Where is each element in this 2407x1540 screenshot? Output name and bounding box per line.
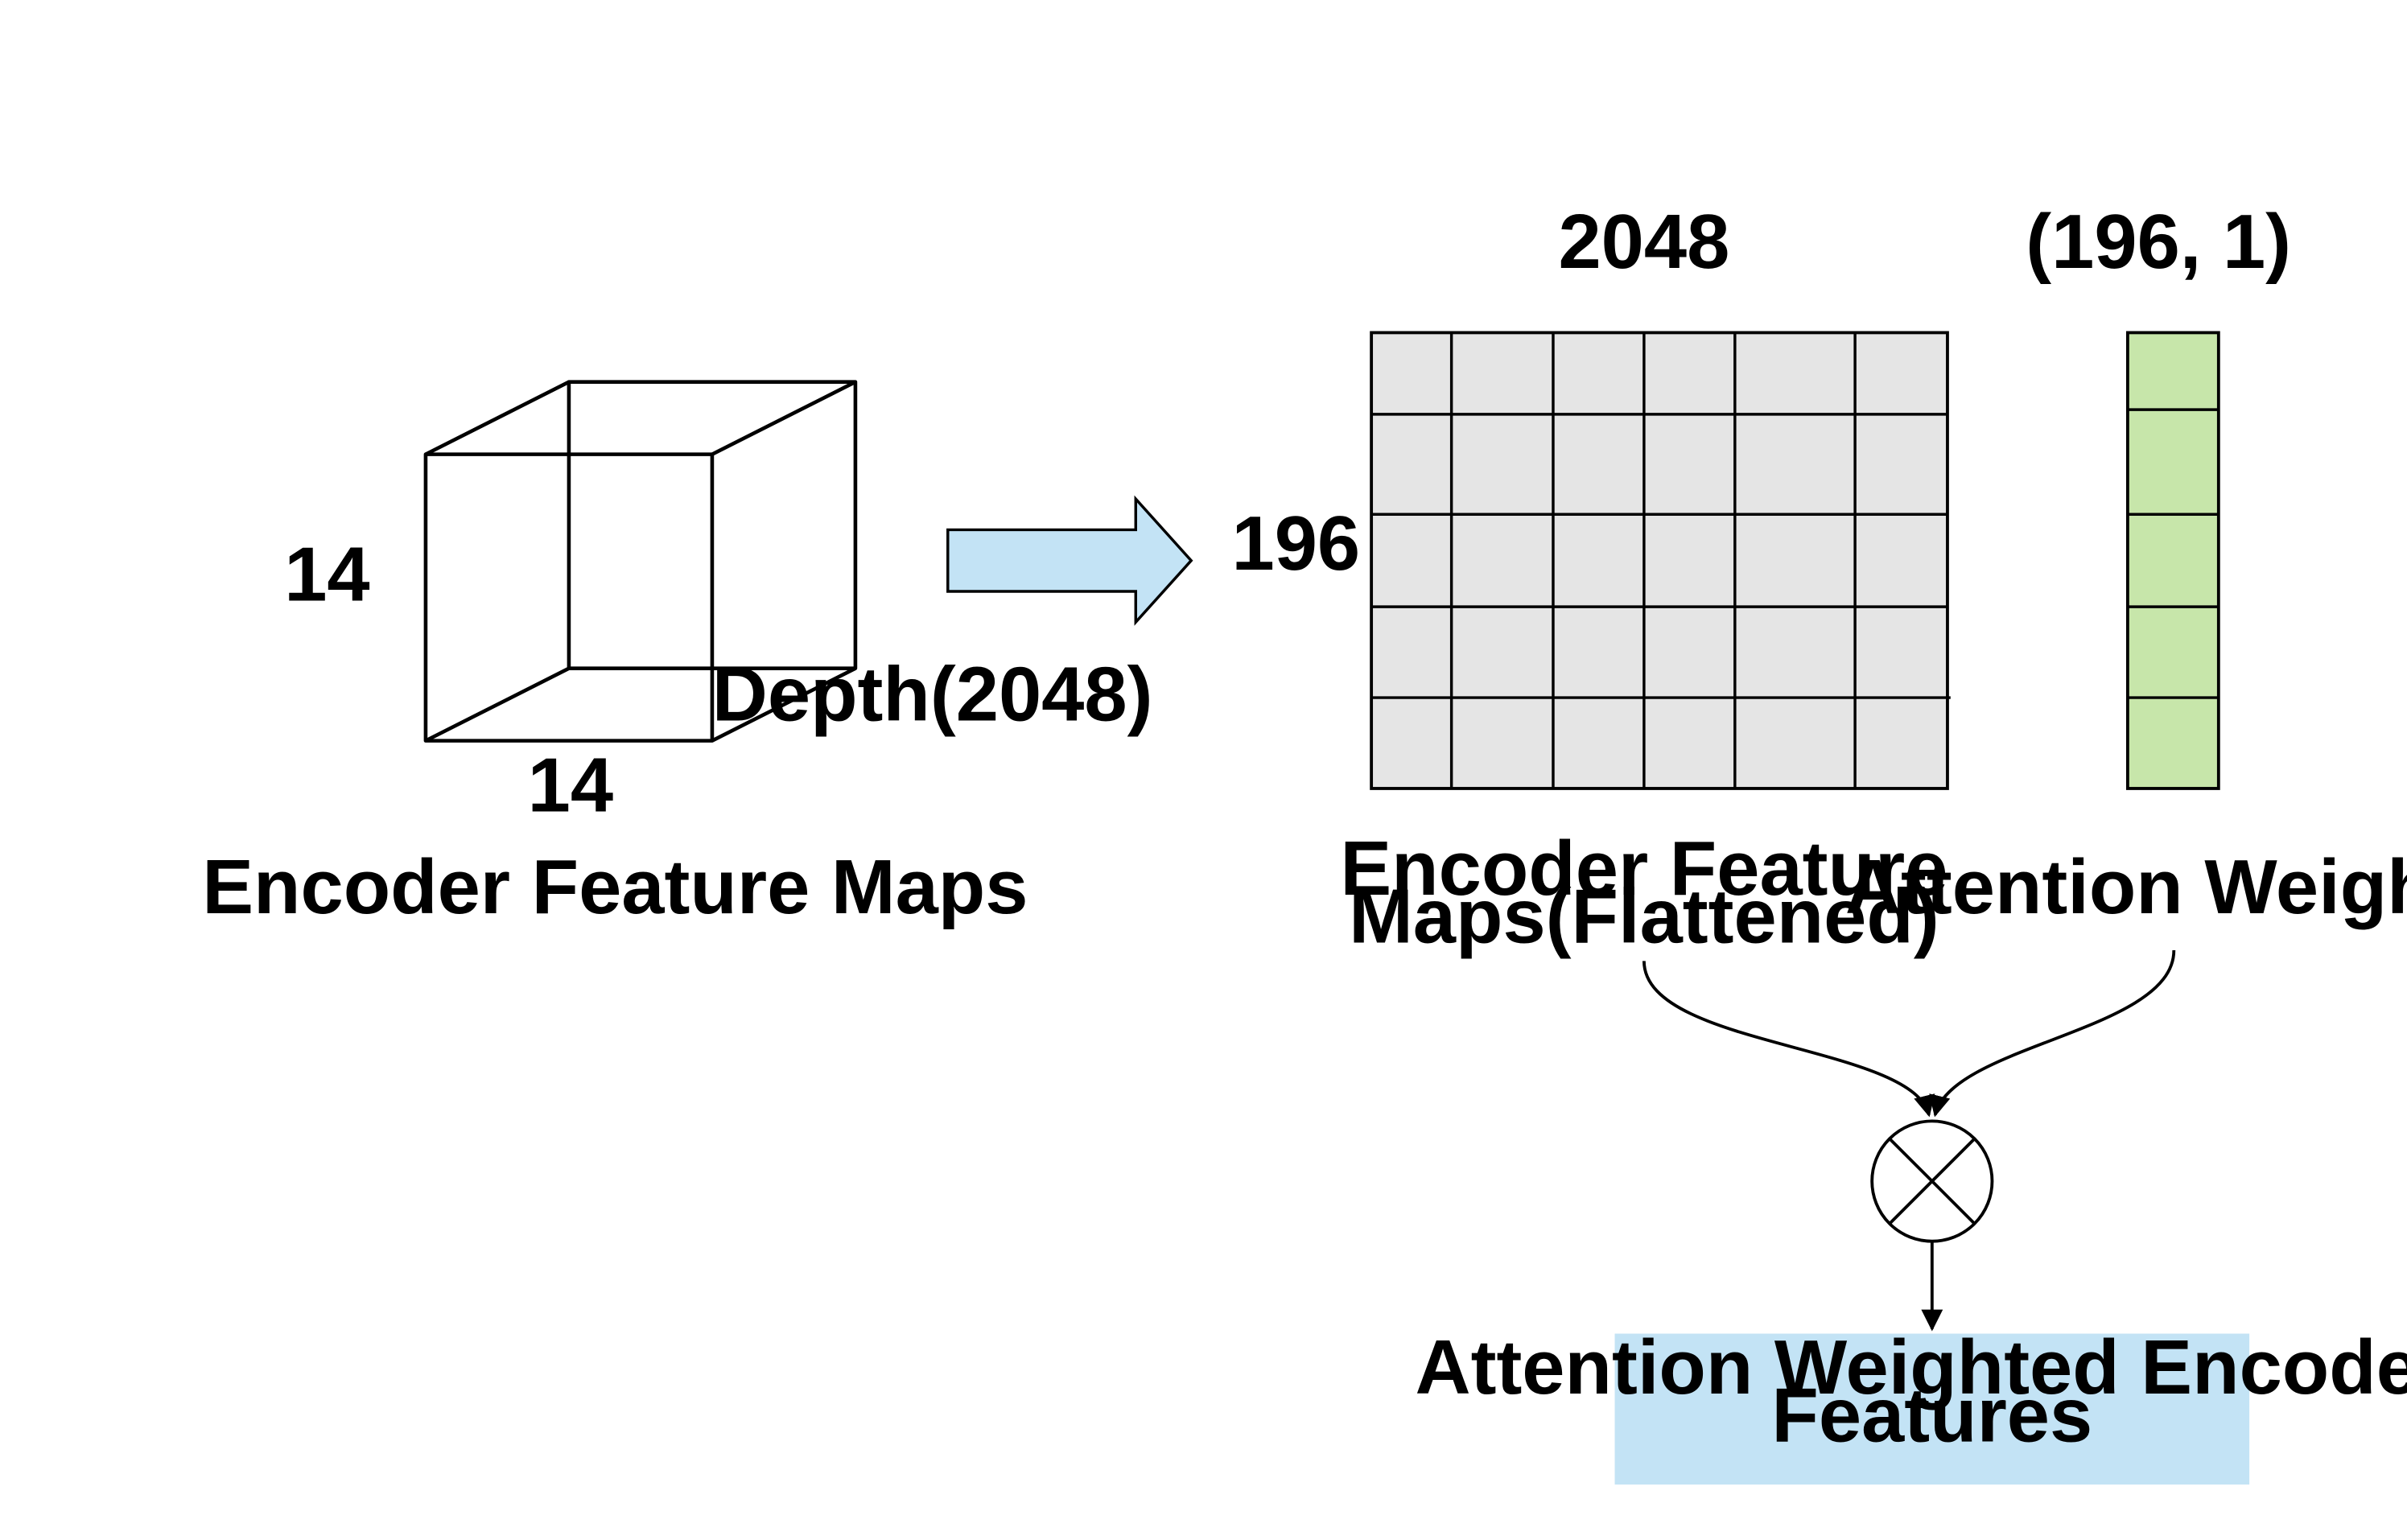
cube-height-label: 14 bbox=[284, 531, 369, 617]
output-label-line2: Features bbox=[1771, 1373, 2092, 1459]
flattened-grid-background bbox=[1370, 331, 1949, 790]
flattened-to-multiply-arrow bbox=[1642, 961, 1935, 1118]
flatten-arrow bbox=[946, 495, 1193, 626]
cube-width-label: 14 bbox=[528, 743, 613, 829]
cube-depth-label: Depth(2048) bbox=[712, 652, 1153, 738]
multiply-icon bbox=[1870, 1119, 1994, 1243]
weights-background bbox=[2125, 331, 2220, 790]
output-label-line1: Attention Weighted Encoder bbox=[1415, 1324, 2407, 1410]
weights-caption: Attention Weights bbox=[1845, 844, 2407, 930]
flattened-caption-line1: Encoder Feature bbox=[1340, 826, 1947, 912]
flattened-caption-line2: Maps(Flattened) bbox=[1349, 873, 1939, 959]
attention-weights-column bbox=[2125, 331, 2220, 790]
weights-shape-label: (196, 1) bbox=[2026, 199, 2291, 285]
flattened-feature-grid bbox=[1370, 331, 1951, 790]
feature-map-cube bbox=[423, 380, 858, 743]
output-box bbox=[1614, 1333, 2250, 1485]
flattened-columns-label: 2048 bbox=[1558, 199, 1729, 285]
cube-caption: Encoder Feature Maps bbox=[202, 844, 1028, 930]
weights-to-multiply-arrow bbox=[1929, 949, 2176, 1118]
flattened-rows-label: 196 bbox=[1232, 500, 1361, 587]
